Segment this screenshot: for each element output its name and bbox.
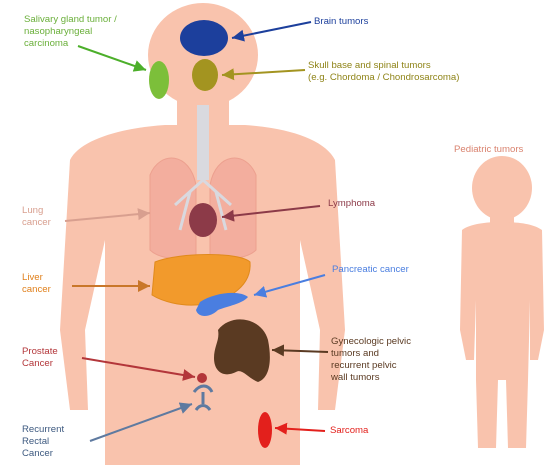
lymphoma-label: Lymphoma (328, 198, 375, 210)
skull-base-tumor-marker (192, 59, 218, 91)
liver-label: Liver cancer (22, 272, 51, 296)
lymphoma-marker (189, 203, 217, 237)
gynecologic-label: Gynecologic pelvic tumors and recurrent … (331, 336, 411, 384)
brain-tumor-marker (180, 20, 228, 56)
child-body (460, 156, 544, 448)
prostate-label: Prostate Cancer (22, 346, 58, 370)
brain-label: Brain tumors (314, 16, 368, 28)
rectal-label: Recurrent Rectal Cancer (22, 424, 64, 460)
salivary-label: Salivary gland tumor / nasopharyngeal ca… (24, 14, 117, 50)
lung-label: Lung cancer (22, 205, 51, 229)
pediatric-label: Pediatric tumors (454, 144, 523, 156)
salivary-tumor-marker (149, 61, 169, 99)
skull-label: Skull base and spinal tumors (e.g. Chord… (308, 60, 459, 84)
sarcoma-marker (258, 412, 272, 448)
pancreatic-label: Pancreatic cancer (332, 264, 409, 276)
prostate-marker (197, 373, 207, 383)
sarcoma-label: Sarcoma (330, 425, 368, 437)
